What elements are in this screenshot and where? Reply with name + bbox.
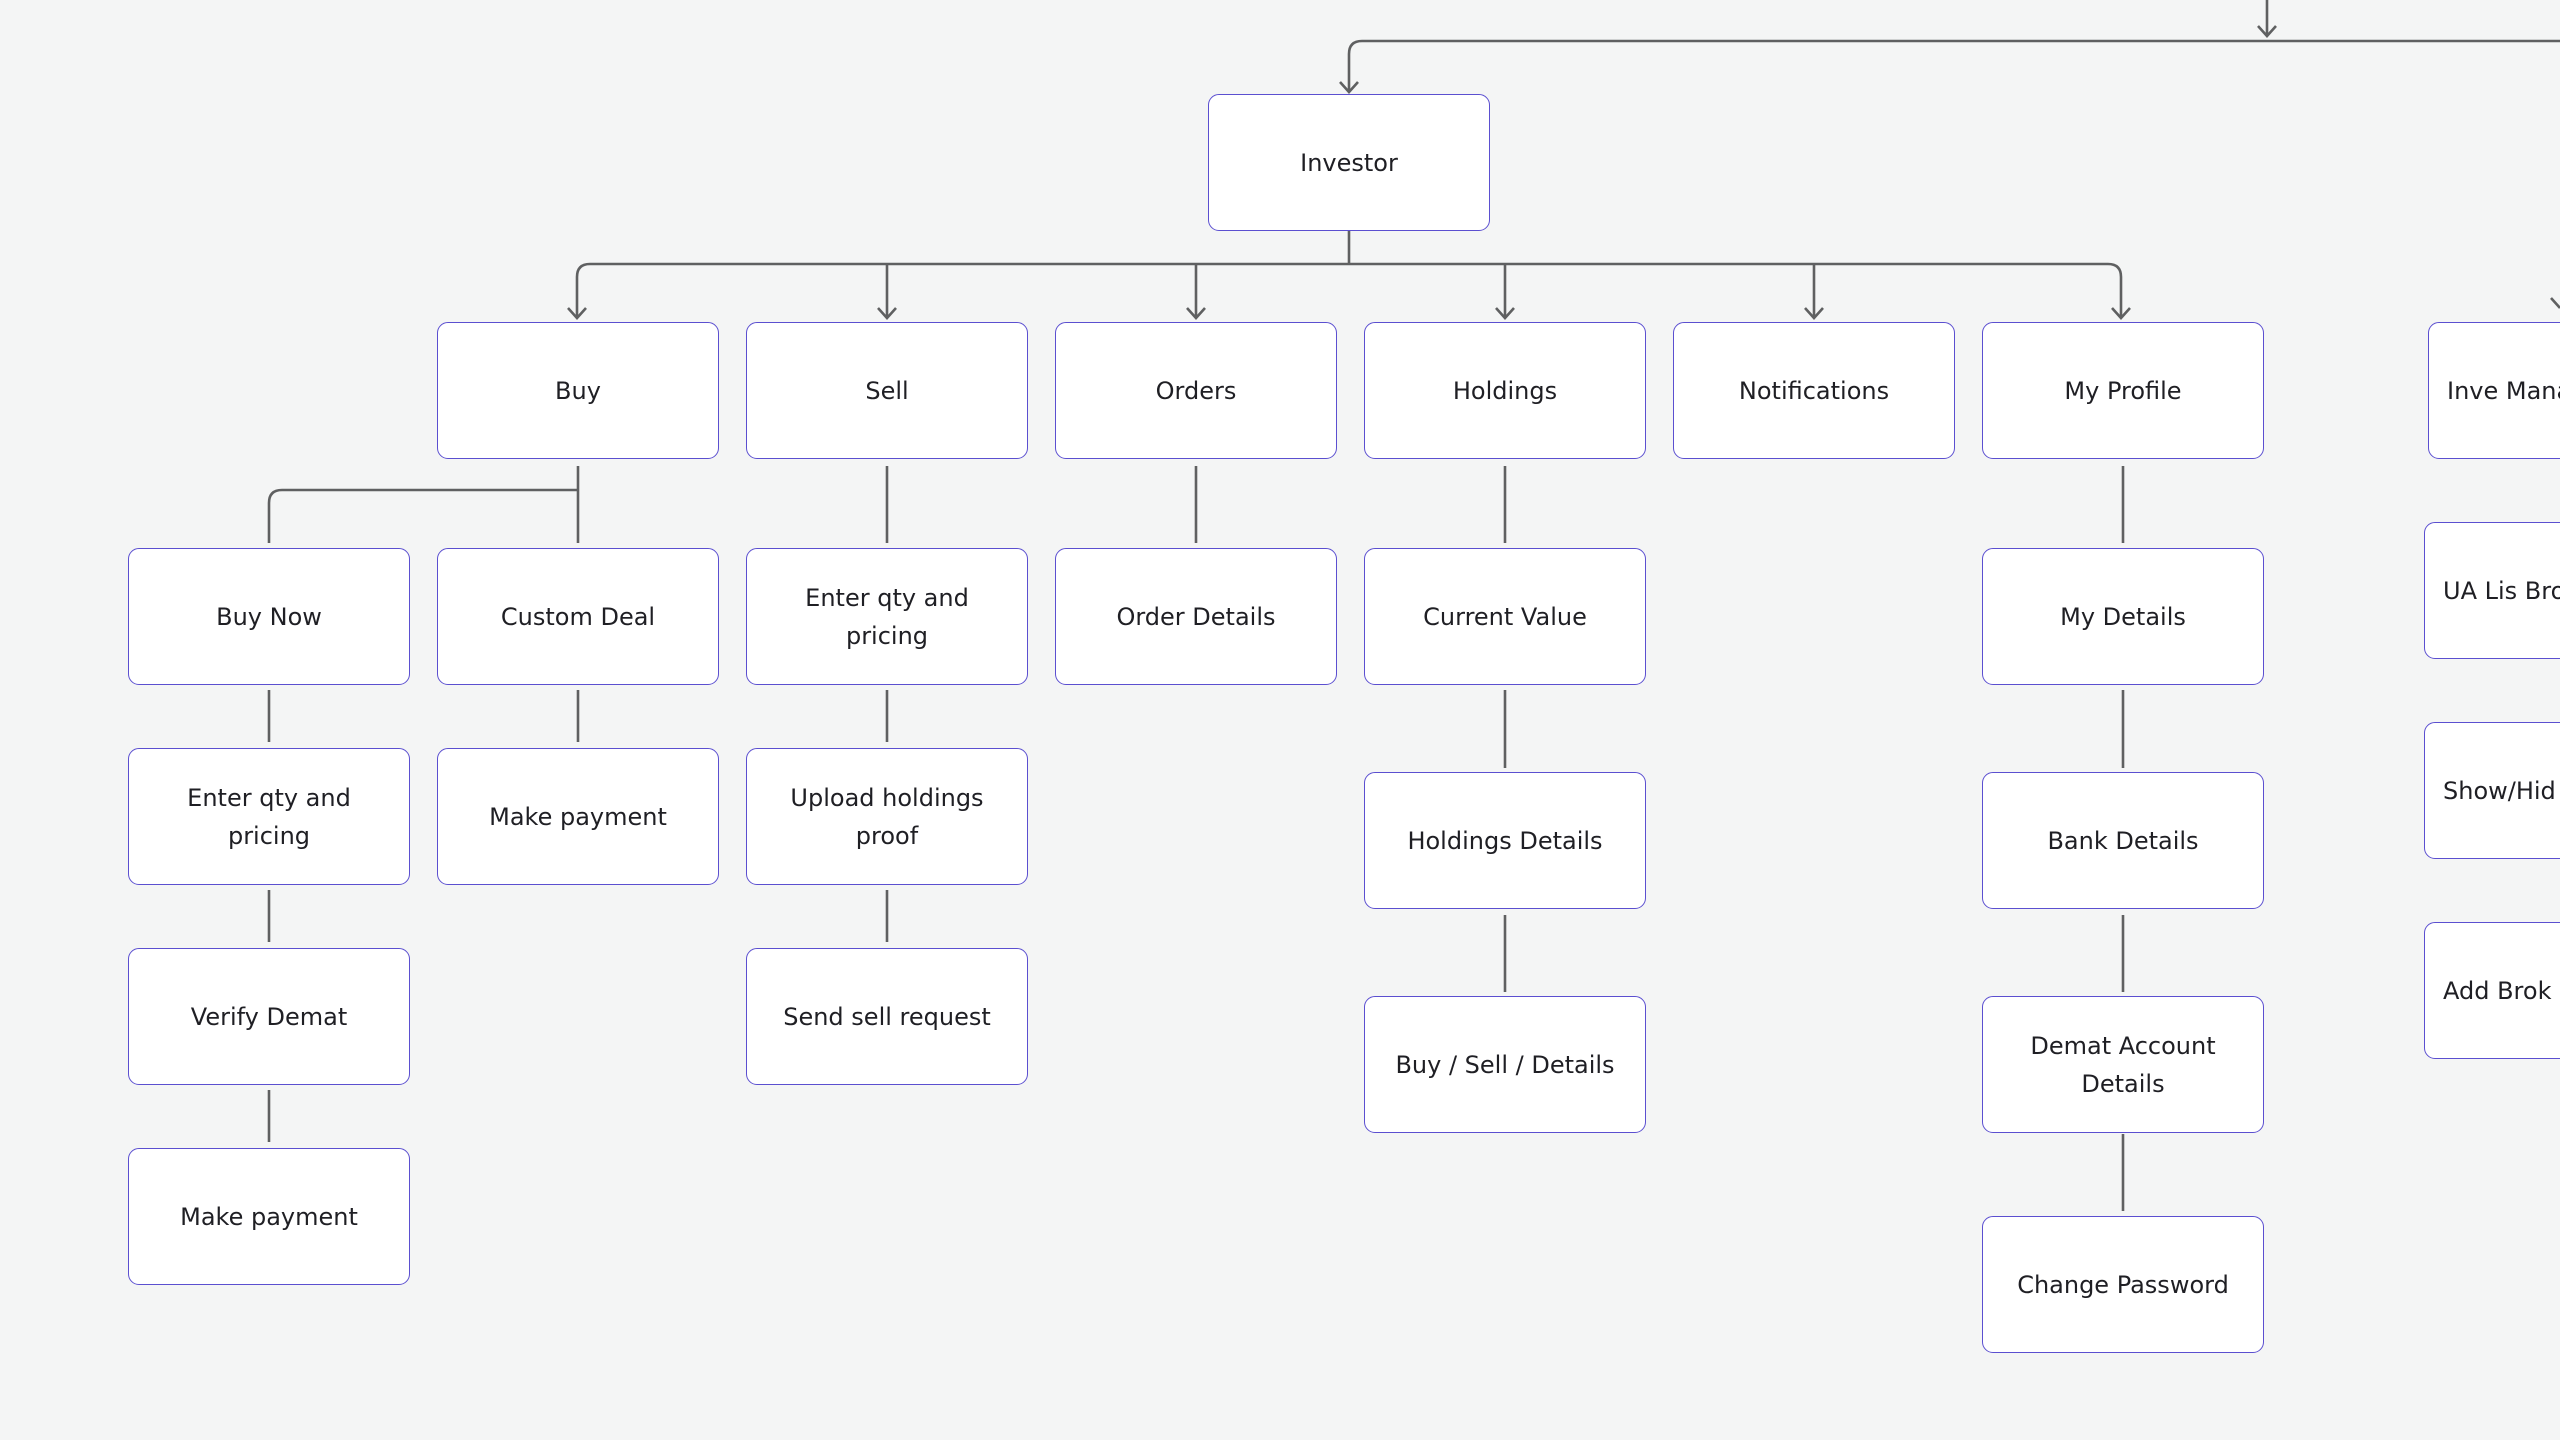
node-label: Enter qty and pricing <box>187 783 351 850</box>
node-label: Add Brok pri <box>2443 976 2560 1005</box>
node-holdings[interactable]: Holdings <box>1364 322 1646 459</box>
node-label: Inve Manag <box>2447 376 2560 405</box>
node-my-details[interactable]: My Details <box>1982 548 2264 685</box>
node-label: Notifications <box>1738 376 1890 405</box>
node-buy-now[interactable]: Buy Now <box>128 548 410 685</box>
node-label: Make payment <box>489 802 667 831</box>
node-holdings-details[interactable]: Holdings Details <box>1364 772 1646 909</box>
connector-level1-bus <box>575 262 2123 318</box>
arrow-my-profile <box>2111 307 2131 320</box>
arrow-holdings <box>1495 307 1515 320</box>
node-label: My Details <box>2060 602 2186 631</box>
node-bank-details[interactable]: Bank Details <box>1982 772 2264 909</box>
node-verify-demat[interactable]: Verify Demat <box>128 948 410 1085</box>
node-label: Change Password <box>2017 1270 2229 1299</box>
node-label: Enter qty and pricing <box>805 583 969 650</box>
node-buy-make-payment[interactable]: Make payment <box>128 1148 410 1285</box>
node-current-value[interactable]: Current Value <box>1364 548 1646 685</box>
node-sell[interactable]: Sell <box>746 322 1028 459</box>
node-partial-investment-manager[interactable]: Inve Manag <box>2428 322 2560 459</box>
node-label: Bank Details <box>2047 826 2199 855</box>
node-custom-deal[interactable]: Custom Deal <box>437 548 719 685</box>
node-label: UA Lis Broker <box>2443 576 2560 605</box>
arrow-top-drop <box>2257 25 2277 38</box>
node-label: Upload holdings proof <box>790 783 984 850</box>
node-label: Buy Now <box>216 602 322 631</box>
node-partial-add-broker-price[interactable]: Add Brok pri <box>2424 922 2560 1059</box>
connector-top-to-investor <box>1347 39 2560 92</box>
node-send-sell-request[interactable]: Send sell request <box>746 948 1028 1085</box>
node-label: Demat Account Details <box>2030 1031 2216 1098</box>
node-label: Custom Deal <box>500 602 656 631</box>
connector-buy-split <box>267 488 578 543</box>
node-my-profile[interactable]: My Profile <box>1982 322 2264 459</box>
node-label: Holdings <box>1452 376 1558 405</box>
node-label: Investor <box>1300 148 1398 177</box>
arrow-right-partial <box>2550 297 2560 309</box>
node-label: Verify Demat <box>190 1002 348 1031</box>
node-orders[interactable]: Orders <box>1055 322 1337 459</box>
node-buy-enter-qty[interactable]: Enter qty and pricing <box>128 748 410 885</box>
node-label: Show/Hid <box>2443 776 2556 805</box>
node-label: Buy / Sell / Details <box>1395 1050 1615 1079</box>
arrow-buy <box>567 307 587 320</box>
arrow-orders <box>1186 307 1206 320</box>
node-label: Sell <box>865 376 909 405</box>
node-label: Holdings Details <box>1407 826 1603 855</box>
node-demat-account-details[interactable]: Demat Account Details <box>1982 996 2264 1133</box>
node-label: Order Details <box>1116 602 1276 631</box>
node-notifications[interactable]: Notifications <box>1673 322 1955 459</box>
node-partial-ua-listing-broker[interactable]: UA Lis Broker <box>2424 522 2560 659</box>
node-label: Buy <box>555 376 601 405</box>
node-buy[interactable]: Buy <box>437 322 719 459</box>
node-label: Current Value <box>1423 602 1587 631</box>
node-investor[interactable]: Investor <box>1208 94 1490 231</box>
node-buy-sell-details[interactable]: Buy / Sell / Details <box>1364 996 1646 1133</box>
arrow-notifications <box>1804 307 1824 320</box>
node-label: Make payment <box>180 1202 358 1231</box>
node-change-password[interactable]: Change Password <box>1982 1216 2264 1353</box>
node-upload-holdings-proof[interactable]: Upload holdings proof <box>746 748 1028 885</box>
node-order-details[interactable]: Order Details <box>1055 548 1337 685</box>
node-label: My Profile <box>2064 376 2182 405</box>
arrow-investor <box>1339 81 1359 94</box>
node-label: Send sell request <box>783 1002 991 1031</box>
node-label: Orders <box>1155 376 1237 405</box>
node-custom-deal-make-payment[interactable]: Make payment <box>437 748 719 885</box>
node-partial-show-hide[interactable]: Show/Hid <box>2424 722 2560 859</box>
arrow-sell <box>877 307 897 320</box>
node-sell-enter-qty[interactable]: Enter qty and pricing <box>746 548 1028 685</box>
